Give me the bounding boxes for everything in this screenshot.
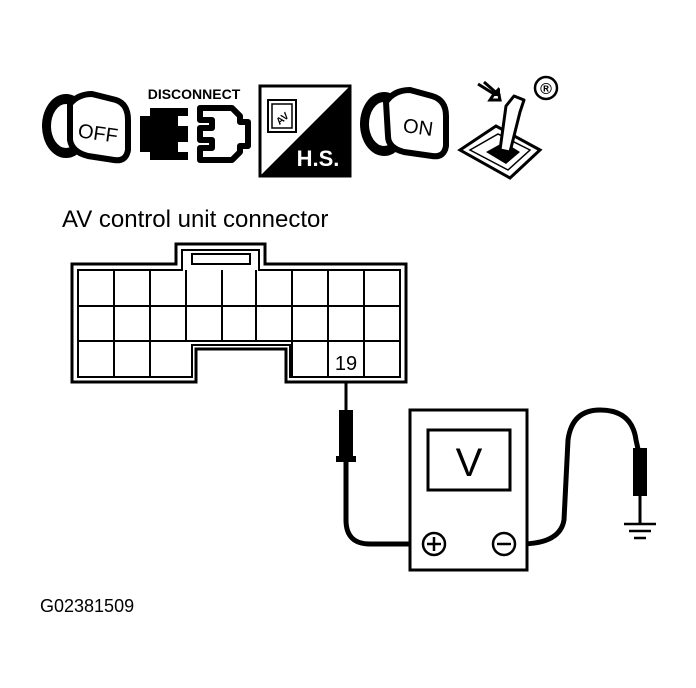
terminal-19-label: 19 bbox=[335, 353, 357, 375]
ignition-off-icon: OFF bbox=[42, 90, 131, 164]
shift-lever-icon bbox=[457, 80, 543, 180]
registered-mark: ® bbox=[540, 81, 552, 98]
negative-probe bbox=[633, 448, 647, 524]
disconnect-icon: DISCONNECT bbox=[140, 86, 251, 163]
positive-lead-wire bbox=[343, 462, 420, 547]
positive-probe bbox=[336, 382, 356, 462]
ignition-on-icon: ON bbox=[360, 86, 449, 160]
ground-symbol-icon bbox=[624, 522, 656, 540]
harness-check-icon: AV H.S. bbox=[258, 84, 352, 178]
registered-mark-icon: ® bbox=[533, 75, 559, 101]
connector-body bbox=[70, 242, 408, 384]
voltmeter-unit: V bbox=[456, 441, 483, 485]
disconnect-label: DISCONNECT bbox=[148, 86, 241, 102]
figure-id: G02381509 bbox=[40, 596, 134, 616]
voltmeter: V bbox=[408, 408, 529, 572]
connector-title: AV control unit connector bbox=[62, 206, 328, 233]
harness-label: H.S. bbox=[297, 146, 340, 171]
ignition-on-label: ON bbox=[402, 115, 435, 141]
negative-lead-wire bbox=[519, 407, 643, 547]
